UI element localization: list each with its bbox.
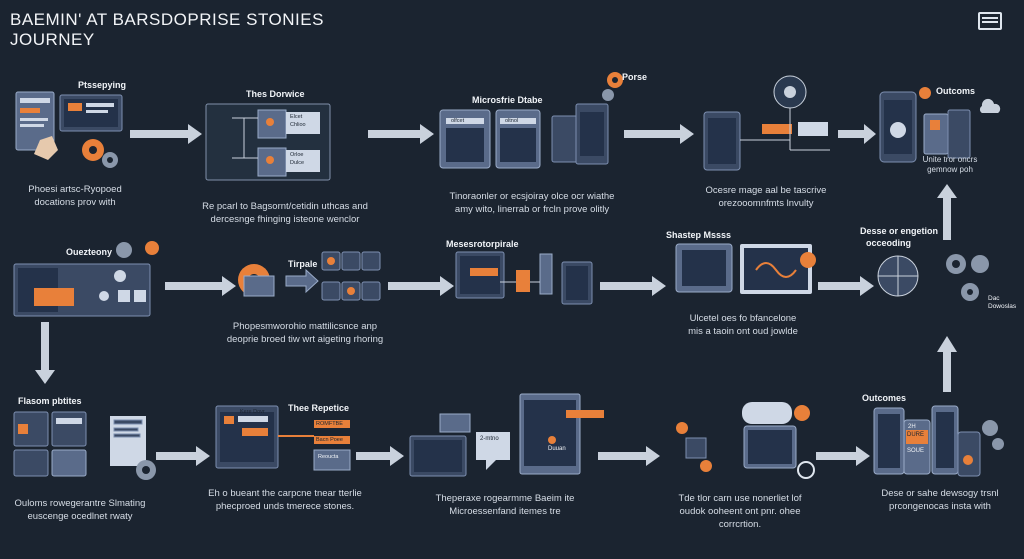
r3s2-mini-4: Reoucta	[318, 454, 339, 460]
caption-line: Ouloms rowegerantre Slmating	[14, 498, 146, 509]
r2-stage1-illustration	[13, 241, 159, 317]
r2-stage5-illustration	[877, 254, 989, 301]
caption-line: Phopesmworohio mattilicsnce anp	[232, 321, 378, 332]
r3-stage2-caption: Eh o bueant the carpcne tnear tterlie phe…	[190, 487, 380, 513]
r1s2-mini-4: Dulce	[290, 160, 305, 166]
r1s2-mini-1: Elcet	[290, 114, 303, 120]
r3-stage4-illustration	[676, 402, 815, 479]
caption-line: Eh o bueant the carpcne tnear tterlie	[208, 488, 362, 499]
caption-line: Ocesre mage aal be tascrive	[705, 185, 827, 196]
menu-icon[interactable]	[978, 12, 1002, 30]
caption-line: corrcrtion.	[718, 519, 762, 530]
r2-stage5-label: Desse or engetion	[860, 226, 939, 236]
r1-stage5-illustration	[879, 87, 1001, 163]
r3-stage5-caption: Dese or sahe dewsogy trsnl prcongenocas i…	[860, 487, 1020, 513]
caption-line: euscenge ocedlnet rwaty	[27, 511, 133, 522]
caption-line: Theperaxe rogearmme Baeim ite	[435, 493, 575, 504]
caption-line: docations prov with	[34, 197, 116, 208]
caption-line: gemnow poh	[927, 165, 973, 174]
r3s5-mini-3: SOUE	[907, 448, 925, 454]
r1-stage3-caption: Tinoraonler or ecsjoiray olce ocr wiathe…	[432, 190, 632, 216]
caption-line: orezooomnfmts lnvulty	[718, 198, 814, 209]
r2-stage5-label-2: occeoding	[866, 238, 912, 248]
r3-stage1-illustration	[13, 411, 156, 480]
r3s3-mini-2: Duuan	[548, 446, 566, 452]
r3s5-mini-1: 2H	[908, 424, 916, 430]
r3-stage2-illustration	[215, 405, 351, 471]
r3s3-mini-1: 2-mtno	[480, 436, 499, 442]
r1-stage3-illustration	[439, 72, 623, 169]
r3-stage5-label: Outcomes	[862, 393, 907, 403]
caption-line: Re pcarl to Bagsornt/cetidin uthcas and	[202, 201, 368, 212]
r1-stage1-caption: Phoesi artsc-Ryopoed docations prov with	[0, 183, 150, 209]
caption-line: Tinoraonler or ecsjoiray olce ocr wiathe	[449, 191, 615, 202]
r2-stage3-illustration	[455, 251, 593, 305]
r1-stage4-caption: Ocesre mage aal be tascrive orezooomnfmts…	[676, 184, 856, 210]
caption-line: Ulcetel oes fo bfancelone	[689, 313, 797, 324]
caption-line: mis a taoin ont oud jowlde	[688, 326, 798, 337]
caption-line: Unite tror oncrs	[922, 155, 978, 164]
note-line: Dac	[988, 295, 1000, 302]
r2-stage3-label: Mesesrotorpirale	[446, 239, 519, 249]
title-line-2: JOURNEY	[10, 30, 95, 49]
r2-stage4-caption: Ulcetel oes fo bfancelone mis a taoin ont…	[648, 312, 838, 338]
caption-line: prcongenocas insta with	[889, 501, 991, 512]
r1-stage2-caption: Re pcarl to Bagsornt/cetidin uthcas and d…	[185, 200, 385, 226]
r3-stage1-caption: Ouloms rowegerantre Slmating euscenge oce…	[0, 497, 160, 523]
r3s2-mini-3: Bacn Poee	[316, 437, 343, 443]
r1s3-mini-1: olfcet	[451, 118, 465, 124]
r2-stage4-illustration	[675, 243, 816, 294]
r1s2-mini-3: Orloe	[290, 152, 304, 158]
r1-stage4-illustration	[703, 75, 830, 171]
r1-stage3-label: Microsfrie Dtabe	[472, 95, 543, 105]
r1-stage1-illustration	[15, 91, 123, 168]
r3-stage4-caption: Tde tlor carn use nonerliet lof oudok ooh…	[650, 492, 830, 531]
r2-stage1-label: Ouezteony	[66, 247, 113, 257]
caption-line: dercesnge fhinging isteone wenclor	[210, 214, 360, 225]
r2-stage2-caption: Phopesmworohio mattilicsnce anp deoprie b…	[205, 320, 405, 346]
r1-stage4-label: Porse	[622, 72, 648, 82]
caption-line: Microessenfand itemes tre	[449, 506, 561, 517]
caption-line: Dese or sahe dewsogy trsnl	[881, 488, 999, 499]
r3s5-mini-2: DURE	[907, 432, 925, 438]
diagram-title: BAEMIN' AT BARSDOPRISE STONIES JOURNEY	[10, 10, 324, 50]
r2-stage2-illustration	[238, 251, 381, 301]
caption-line: oudok ooheent ont pnr. ohee	[679, 506, 801, 517]
r1-stage2-illustration	[205, 103, 331, 181]
note-line: Dowoslas	[988, 303, 1017, 310]
r3-stage1-label: Flasom pbtites	[18, 396, 82, 406]
r1s3-mini-2: oltnol	[505, 118, 519, 124]
r3s2-mini-1: Kere Dovr	[240, 409, 265, 415]
r3-stage5-illustration	[873, 405, 1004, 477]
r1-stage1-label: Ptssepying	[78, 80, 127, 90]
caption-line: Phoesi artsc-Ryopoed	[28, 184, 122, 195]
caption-line: amy wito, linerrab or frcln prove olitly	[454, 204, 610, 215]
caption-line: phecproed unds tmerece stones.	[215, 501, 355, 512]
r1s2-mini-2: Chlioo	[290, 122, 306, 128]
r3s2-mini-2: ROMFTBE	[316, 421, 343, 427]
r1-stage5-label: Outcoms	[936, 86, 976, 96]
caption-line: deoprie broed tiw wrt aigeting rhoring	[226, 334, 384, 345]
r2-stage2-label: Tirpale	[288, 259, 318, 269]
r1-stage2-label: Thes Dorwice	[246, 89, 305, 99]
title-line-1: BAEMIN' AT BARSDOPRISE STONIES	[10, 10, 324, 29]
r3-stage2-label: Thee Repetice	[288, 403, 350, 413]
r2-stage4-label: Shastep Mssss	[666, 230, 732, 240]
r3-stage3-illustration	[409, 393, 604, 477]
caption-line: Tde tlor carn use nonerliet lof	[678, 493, 802, 504]
